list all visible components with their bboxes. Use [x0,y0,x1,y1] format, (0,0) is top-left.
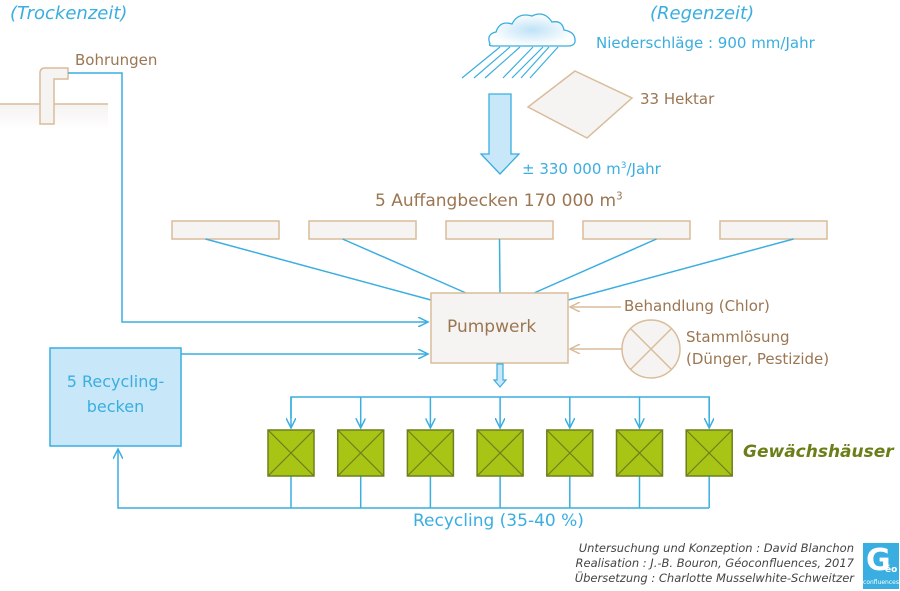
rain-cloud-icon [461,13,576,79]
runoff-superscript: 3 [620,161,627,171]
basin-pipes [205,238,794,301]
credit-concept: Untersuchung und Konzeption : David Blan… [578,541,854,555]
catchment-basin [171,220,280,240]
runoff-value: ± 330 000 m [522,160,621,178]
greenhouse-icon [267,429,315,477]
logo-accent: éo [885,565,898,575]
basin-pipe [533,238,657,294]
greenhouse-icon [476,429,524,477]
logo-letter: G [866,543,891,578]
land-area-icon [526,70,634,139]
stock-solution-label-1: Stammlösung [686,328,790,346]
catchment-text: 5 Auffangbecken 170 000 m [375,191,617,211]
catchment-superscript: 3 [616,191,623,203]
catchment-basin [308,220,417,240]
precipitation-label: Niederschläge : 900 mm/Jahr [596,34,815,52]
runoff-label: ± 330 000 m3/Jahr [522,160,661,178]
catchment-basin [719,220,828,240]
stock-solution-tank-icon [621,319,681,379]
recycling-return-pipe [118,449,709,509]
greenhouses-label: Gewächshäuser [743,442,894,462]
logo-word: confluences [863,579,899,586]
runoff-arrow-icon [479,93,521,175]
pump-output-arrow-icon [492,363,508,388]
basin-pipe [567,238,794,301]
treatment-label: Behandlung (Chlor) [624,297,770,315]
greenhouse-icon [685,429,733,477]
boreholes-label: Bohrungen [75,51,158,69]
greenhouses-row [267,429,733,477]
borehole-pipe [68,72,428,322]
greenhouse-icon [336,429,385,477]
recycling-basin-label-2: becken [86,397,145,416]
greenhouse-icon [615,429,664,477]
greenhouse-icon [546,429,594,477]
borehole-icon [0,67,108,130]
recycling-basin-label-1: 5 Recycling- [66,372,165,391]
catchment-basin [582,220,691,240]
basin-pipe [205,238,432,301]
basin-pipe [342,238,467,294]
pump-station-box [430,292,569,364]
pump-station-label: Pumpwerk [447,317,537,337]
credits: Untersuchung und Konzeption : David Blan… [575,541,854,586]
runoff-unit: /Jahr [626,160,661,178]
credit-realisation: Realisation : J.-B. Bouron, Géoconfluenc… [575,556,854,570]
catchment-basins [171,220,828,240]
credit-translation: Übersetzung : Charlotte Musselwhite-Schw… [574,571,854,585]
catchment-basins-label: 5 Auffangbecken 170 000 m3 [375,191,623,211]
area-label: 33 Hektar [640,90,715,108]
geoconfluences-logo: G éo confluences [863,543,899,589]
rainy-season-label: (Regenzeit) [650,3,755,24]
catchment-basin [445,220,554,240]
stock-solution-label-2: (Dünger, Pestizide) [686,350,830,368]
dry-season-label: (Trockenzeit) [10,3,128,24]
greenhouse-icon [406,429,455,477]
basin-pipe [498,238,501,294]
recycling-basin-box [49,347,182,447]
recycling-label: Recycling (35-40 %) [413,511,584,531]
distribution-pipes [291,396,709,508]
